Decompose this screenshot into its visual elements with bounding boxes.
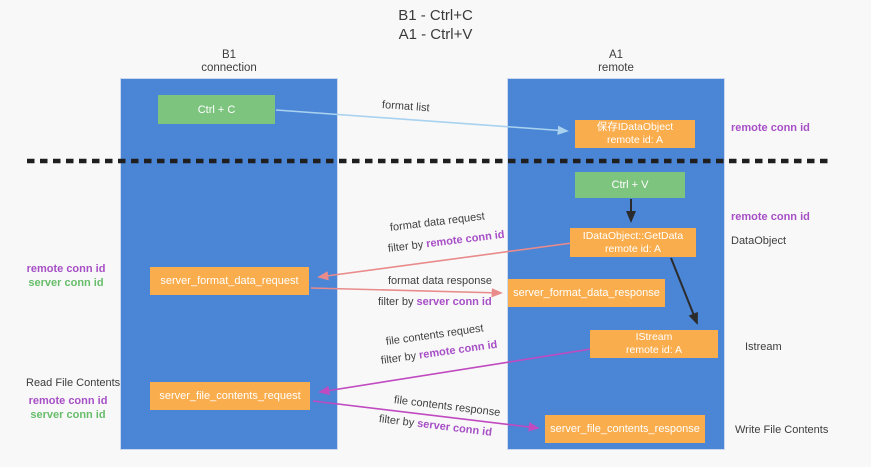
node-server-file-contents-request: server_file_contents_request <box>150 382 310 410</box>
node-ctrl-v: Ctrl + V <box>575 172 685 198</box>
label-format-data-response-filter: filter by server conn id <box>378 296 492 308</box>
node-save-idataobject-line1: 保存IDataObject <box>596 121 674 133</box>
label-istream: Istream <box>745 341 782 353</box>
node-server-file-contents-response: server_file_contents_response <box>545 415 705 443</box>
node-ctrl-v-label: Ctrl + V <box>611 179 649 191</box>
filter-by-text: filter by <box>378 296 417 308</box>
label-dataobject: DataObject <box>731 235 787 247</box>
left-conn-id-block-bottom: remote conn id server conn id <box>18 394 118 422</box>
node-ctrl-c-label: Ctrl + C <box>197 103 236 116</box>
file-contents-response-arrow <box>312 400 540 432</box>
node-idataobject-getdata: IDataObject::GetData remote id: A <box>570 228 696 257</box>
getdata-to-istream-arrow <box>670 257 698 325</box>
title-line-2: A1 - Ctrl+V <box>398 26 473 43</box>
server-conn-id-text: server conn id <box>416 296 492 308</box>
lane-b1-name: B1 <box>221 49 237 61</box>
node-istream-line1: IStream <box>635 331 673 343</box>
label-remote-conn-id-left-bottom: remote conn id <box>28 395 108 407</box>
lane-b1-subtitle: connection <box>201 62 257 74</box>
node-server-file-contents-response-label: server_file_contents_response <box>550 423 700 435</box>
lane-a1-subtitle: remote <box>598 62 634 74</box>
node-istream: IStream remote id: A <box>590 330 718 358</box>
node-server-format-data-request-label: server_format_data_request <box>160 275 299 287</box>
format-list-arrow <box>275 109 569 135</box>
node-idataobject-getdata-line1: IDataObject::GetData <box>582 229 684 242</box>
lane-header-a1: A1 remote <box>507 49 725 75</box>
node-ctrl-c: Ctrl + C <box>158 95 275 124</box>
node-istream-line2: remote id: A <box>625 344 683 356</box>
label-read-file-contents: Read File Contents <box>26 377 121 389</box>
lane-a1-name: A1 <box>608 49 624 61</box>
format-data-response-arrow <box>310 287 503 298</box>
label-server-conn-id-left-bottom: server conn id <box>30 409 106 421</box>
node-server-format-data-response: server_format_data_response <box>508 279 665 307</box>
label-write-file-contents: Write File Contents <box>735 424 829 436</box>
diagram-title: B1 - Ctrl+C A1 - Ctrl+V <box>0 6 871 44</box>
label-remote-conn-id-top-right: remote conn id <box>731 122 810 134</box>
label-format-data-response: format data response <box>388 275 492 287</box>
node-server-file-contents-request-label: server_file_contents_request <box>159 390 301 402</box>
left-conn-id-block-mid: remote conn id server conn id <box>16 262 116 290</box>
node-idataobject-getdata-line2: remote id: A <box>604 242 662 255</box>
label-remote-conn-id-left-mid: remote conn id <box>26 263 106 275</box>
label-server-conn-id-left-mid: server conn id <box>28 277 104 289</box>
title-line-1: B1 - Ctrl+C <box>398 7 473 24</box>
label-remote-conn-id-mid-right: remote conn id <box>731 211 810 223</box>
node-server-format-data-response-label: server_format_data_response <box>513 287 660 299</box>
node-save-idataobject: 保存IDataObject remote id: A <box>575 120 695 148</box>
lane-header-b1: B1 connection <box>120 49 338 75</box>
file-contents-request-arrow <box>318 348 592 396</box>
node-save-idataobject-line2: remote id: A <box>606 134 664 146</box>
format-data-request-arrow <box>317 242 573 281</box>
node-server-format-data-request: server_format_data_request <box>150 267 309 295</box>
